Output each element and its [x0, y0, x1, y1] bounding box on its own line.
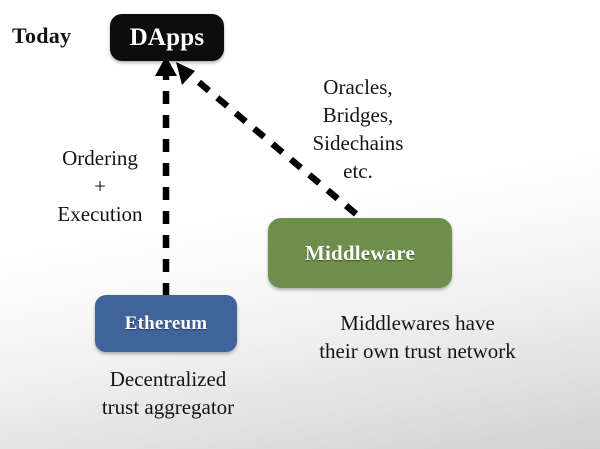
node-ethereum[interactable]: Ethereum — [95, 295, 237, 352]
node-ethereum-label: Ethereum — [124, 312, 208, 334]
connector-label-ordering-execution: Ordering + Execution — [57, 146, 143, 227]
node-dapps[interactable]: DApps — [110, 14, 224, 61]
node-middleware-label: Middleware — [304, 240, 416, 265]
node-middleware[interactable]: Middleware — [268, 218, 452, 288]
connector-label-oracles-bridges: Oracles, Bridges, Sidechains etc. — [312, 75, 404, 183]
caption-middlewares-trust-network: Middlewares have their own trust network — [319, 311, 516, 364]
node-dapps-label: DApps — [129, 23, 205, 51]
era-label-today: Today — [12, 23, 72, 48]
arrowhead-middleware-to-dapps — [176, 62, 195, 85]
caption-decentralized-trust-aggregator: Decentralized trust aggregator — [101, 367, 235, 420]
